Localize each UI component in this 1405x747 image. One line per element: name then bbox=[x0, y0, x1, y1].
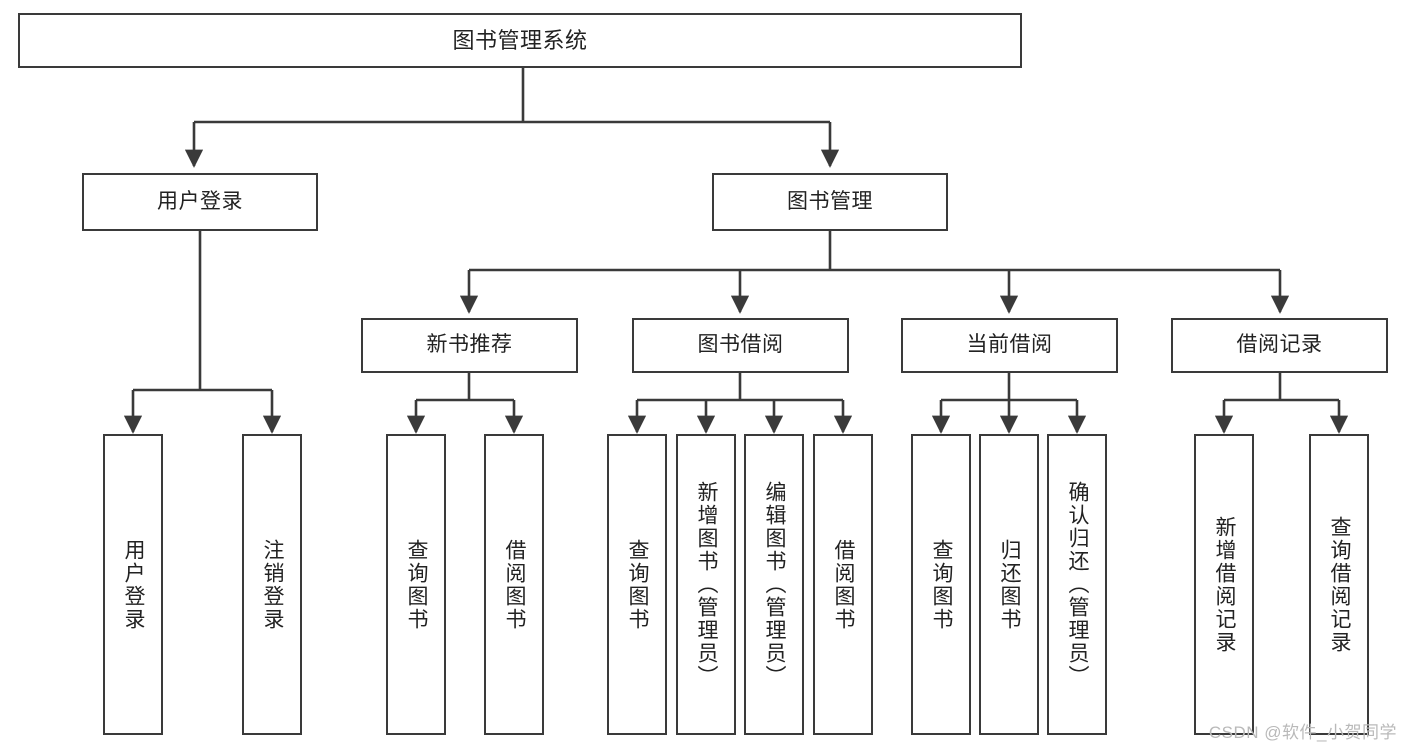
node-leaf-add-record-label: 新增借阅记录 bbox=[1213, 515, 1237, 654]
node-leaf-query-book-1-label: 查询图书 bbox=[405, 538, 429, 631]
node-borrow-record-label: 借阅记录 bbox=[1236, 333, 1323, 357]
node-root[interactable]: 图书管理系统 bbox=[18, 13, 1022, 68]
node-new-book-recommend[interactable]: 新书推荐 bbox=[361, 318, 578, 373]
node-leaf-query-book-3-label: 查询图书 bbox=[930, 538, 954, 631]
node-leaf-query-book-2-label: 查询图书 bbox=[626, 538, 650, 631]
node-root-label: 图书管理系统 bbox=[452, 27, 588, 53]
node-leaf-confirm-return-label: 确认归还（管理员） bbox=[1066, 481, 1090, 688]
node-new-book-recommend-label: 新书推荐 bbox=[426, 333, 513, 357]
node-leaf-add-record[interactable]: 新增借阅记录 bbox=[1194, 434, 1254, 735]
node-leaf-return-book[interactable]: 归还图书 bbox=[979, 434, 1039, 735]
node-borrow-record[interactable]: 借阅记录 bbox=[1171, 318, 1388, 373]
node-leaf-confirm-return[interactable]: 确认归还（管理员） bbox=[1047, 434, 1107, 735]
node-leaf-borrow-book-1[interactable]: 借阅图书 bbox=[484, 434, 544, 735]
node-book-borrow-label: 图书借阅 bbox=[697, 333, 784, 357]
node-leaf-query-book-2[interactable]: 查询图书 bbox=[607, 434, 667, 735]
node-leaf-borrow-book-2[interactable]: 借阅图书 bbox=[813, 434, 873, 735]
node-book-borrow[interactable]: 图书借阅 bbox=[632, 318, 849, 373]
node-current-borrow-label: 当前借阅 bbox=[966, 333, 1053, 357]
node-leaf-user-login[interactable]: 用户登录 bbox=[103, 434, 163, 735]
node-leaf-query-book-1[interactable]: 查询图书 bbox=[386, 434, 446, 735]
node-book-manage-label: 图书管理 bbox=[787, 189, 873, 213]
node-leaf-edit-book-label: 编辑图书（管理员） bbox=[763, 481, 787, 688]
node-leaf-query-book-3[interactable]: 查询图书 bbox=[911, 434, 971, 735]
node-leaf-logout[interactable]: 注销登录 bbox=[242, 434, 302, 735]
node-book-manage[interactable]: 图书管理 bbox=[712, 173, 948, 231]
node-leaf-add-book[interactable]: 新增图书（管理员） bbox=[676, 434, 736, 735]
watermark-text: CSDN @软件_小贺同学 bbox=[1208, 723, 1397, 742]
node-leaf-query-record-label: 查询借阅记录 bbox=[1328, 515, 1352, 654]
node-user-login-label: 用户登录 bbox=[157, 189, 243, 213]
node-leaf-add-book-label: 新增图书（管理员） bbox=[695, 481, 719, 688]
node-leaf-edit-book[interactable]: 编辑图书（管理员） bbox=[744, 434, 804, 735]
node-leaf-borrow-book-2-label: 借阅图书 bbox=[832, 538, 856, 631]
node-leaf-user-login-label: 用户登录 bbox=[122, 538, 146, 631]
node-user-login[interactable]: 用户登录 bbox=[82, 173, 318, 231]
node-leaf-query-record[interactable]: 查询借阅记录 bbox=[1309, 434, 1369, 735]
node-leaf-return-book-label: 归还图书 bbox=[998, 538, 1022, 631]
node-current-borrow[interactable]: 当前借阅 bbox=[901, 318, 1118, 373]
node-leaf-logout-label: 注销登录 bbox=[261, 538, 285, 631]
node-leaf-borrow-book-1-label: 借阅图书 bbox=[503, 538, 527, 631]
